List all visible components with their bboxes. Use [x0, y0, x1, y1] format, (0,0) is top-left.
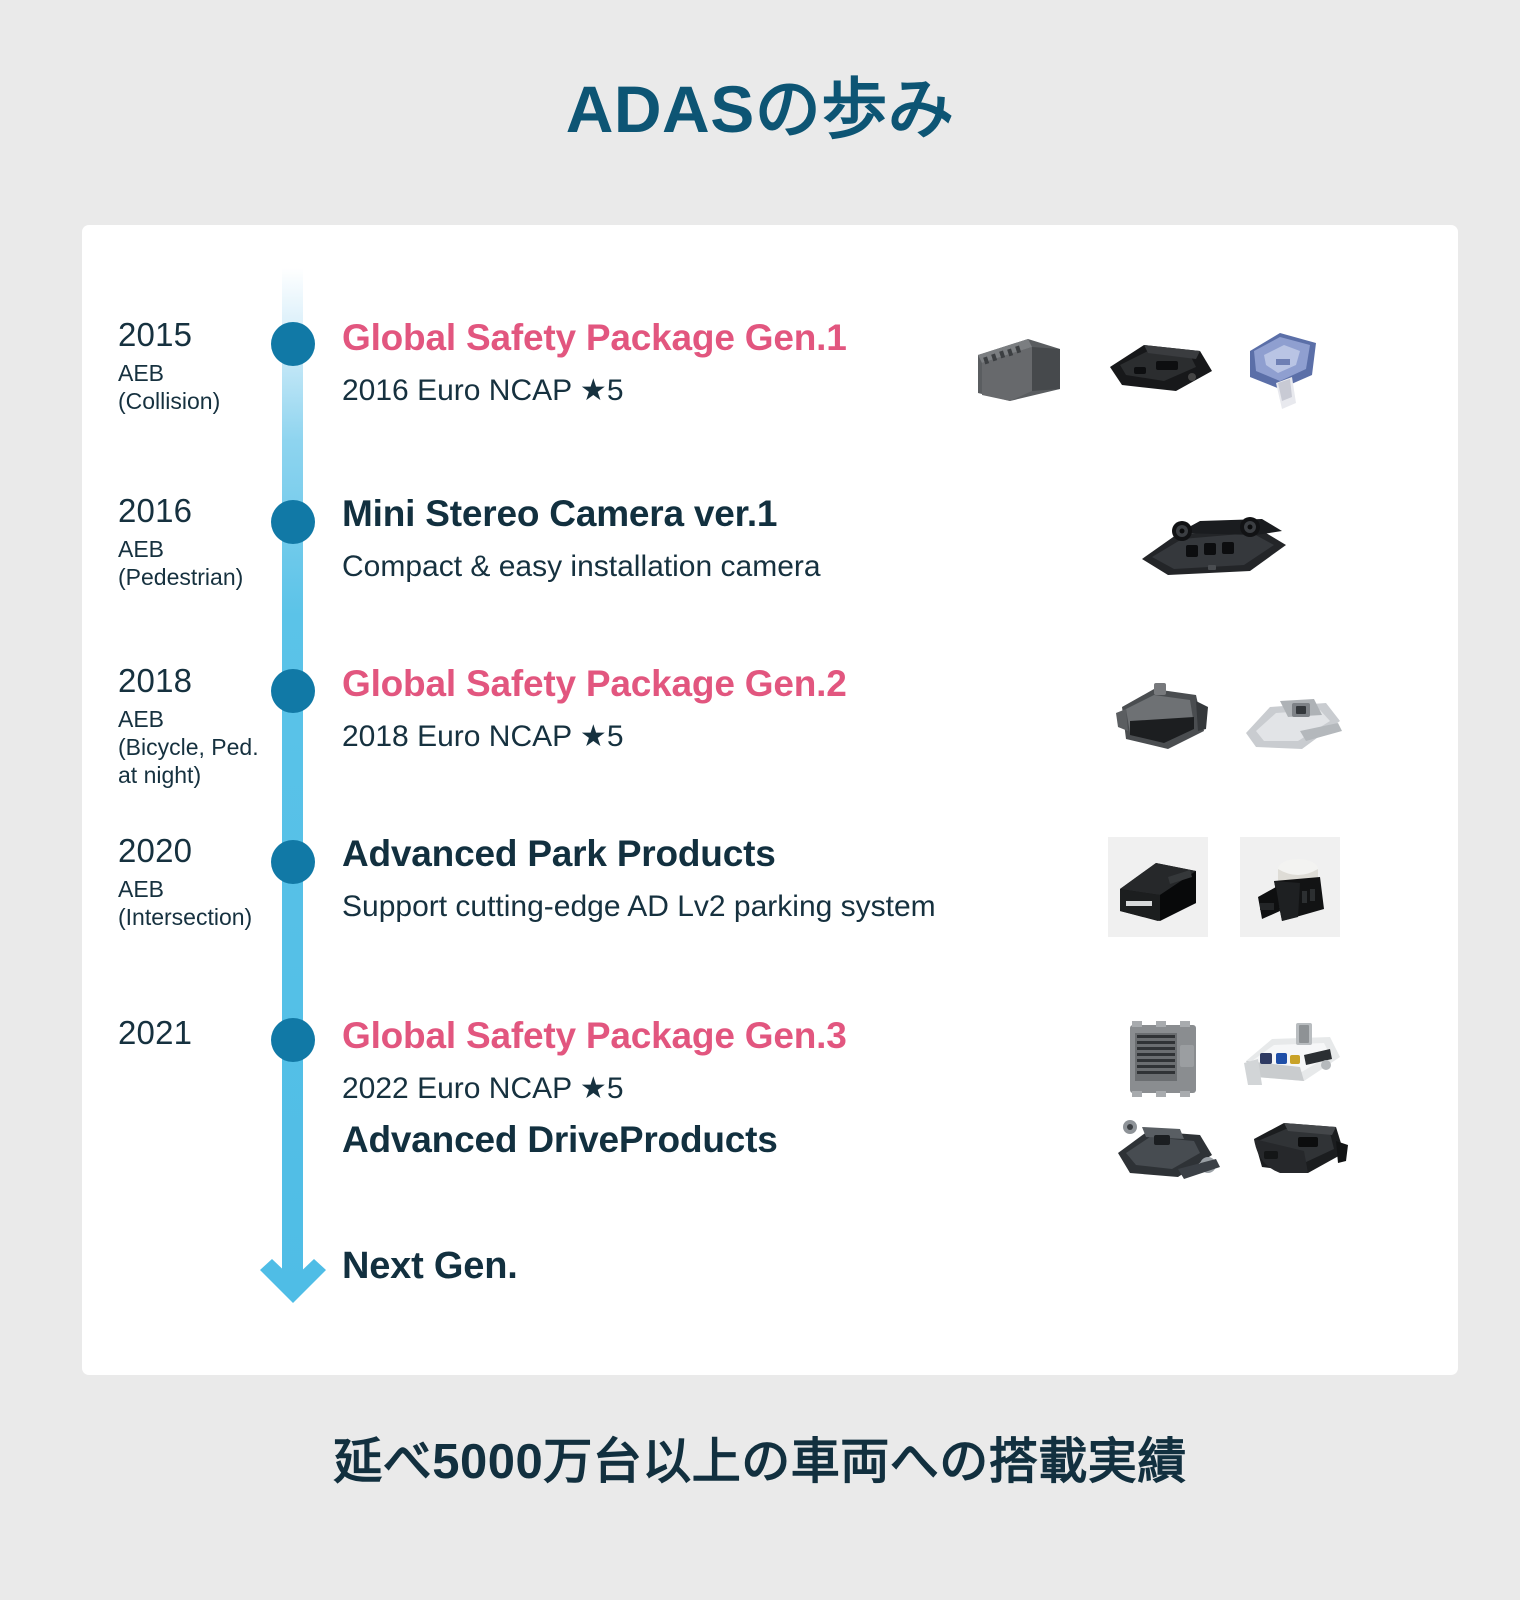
content-column-2018: Global Safety Package Gen.2 2018 Euro NC… — [342, 663, 847, 755]
year-sub-line: AEB — [118, 705, 165, 732]
year-column-2021: 2021 — [118, 1014, 278, 1052]
timeline-arrow-icon — [260, 1259, 326, 1303]
timeline-dot-2015 — [271, 322, 315, 366]
year-sub-line: (Bicycle, Ped. — [118, 734, 259, 760]
timeline-line — [282, 268, 303, 1288]
year-sub-line: AEB — [118, 535, 165, 562]
year-sub-line: (Intersection) — [118, 904, 253, 930]
product-park-ecu-black-image — [1108, 837, 1208, 937]
year-column-2016: 2016 AEB (Pedestrian) — [118, 492, 278, 591]
year-sub-line: at night) — [118, 762, 202, 789]
product-black-camera-unit-image — [1244, 1111, 1352, 1187]
timeline-dot-2018 — [271, 669, 315, 713]
product-images-2015 — [952, 315, 1372, 420]
year-label: 2015 — [118, 316, 193, 353]
year-sub-line: (Pedestrian) — [118, 564, 244, 590]
year-column-2015: 2015 AEB (Collision) — [118, 316, 278, 415]
product-images-2016 — [952, 493, 1372, 593]
timeline-spine-wrap — [82, 225, 1458, 1375]
product-finned-ecu-gray-image — [1120, 1017, 1206, 1101]
year-sub-line: AEB — [118, 875, 165, 902]
year-label: 2020 — [118, 832, 193, 869]
product-sensor-blue-image — [1240, 325, 1326, 413]
product-stereo-camera-black-image — [1134, 505, 1294, 579]
content-column-2021: Global Safety Package Gen.3 2022 Euro NC… — [342, 1015, 847, 1161]
row-description: Support cutting-edge AD Lv2 parking syst… — [342, 889, 936, 923]
product-radar-unit-dark-image — [1110, 677, 1218, 759]
row-description: 2018 Euro NCAP ★5 — [342, 719, 624, 753]
row-heading-secondary: Advanced DriveProducts — [342, 1118, 778, 1160]
year-label: 2016 — [118, 492, 193, 529]
product-sonar-sensor-black-image — [1240, 837, 1340, 937]
row-heading: Global Safety Package Gen.3 — [342, 1015, 847, 1056]
content-column-2016: Mini Stereo Camera ver.1 Compact & easy … — [342, 493, 821, 585]
next-gen-label: Next Gen. — [342, 1245, 518, 1287]
product-ecu-box-gray-image — [970, 333, 1066, 405]
product-bracket-assembly-dark-image — [1108, 1111, 1228, 1189]
product-white-camera-unit-image — [1238, 1015, 1348, 1103]
year-sub-line: (Collision) — [118, 388, 221, 414]
row-heading: Advanced Park Products — [342, 833, 776, 874]
timeline-dot-2021 — [271, 1018, 315, 1062]
content-column-2015: Global Safety Package Gen.1 2016 Euro NC… — [342, 317, 847, 409]
product-images-2020 — [952, 833, 1372, 941]
row-heading: Global Safety Package Gen.2 — [342, 663, 847, 704]
timeline-card: 2015 AEB (Collision) Global Safety Packa… — [82, 225, 1458, 1375]
timeline-dot-2020 — [271, 840, 315, 884]
year-sub-line: AEB — [118, 359, 165, 386]
year-label: 2018 — [118, 662, 193, 699]
timeline-dot-2016 — [271, 500, 315, 544]
row-heading: Mini Stereo Camera ver.1 — [342, 493, 778, 534]
product-images-2018 — [952, 665, 1372, 770]
year-column-2018: 2018 AEB (Bicycle, Ped. at night) — [118, 662, 278, 789]
footer-caption: 延べ5000万台以上の車両への搭載実績 — [333, 1435, 1187, 1489]
year-label: 2021 — [118, 1014, 193, 1051]
row-description: Compact & easy installation camera — [342, 549, 821, 583]
row-description: 2016 Euro NCAP ★5 — [342, 373, 624, 407]
row-heading: Global Safety Package Gen.1 — [342, 317, 847, 358]
content-column-2020: Advanced Park Products Support cutting-e… — [342, 833, 936, 925]
product-camera-module-black-image — [1104, 337, 1218, 399]
year-column-2020: 2020 AEB (Intersection) — [118, 832, 278, 931]
row-description: 2022 Euro NCAP ★5 — [342, 1071, 624, 1105]
page-title: ADASの歩み — [565, 72, 955, 146]
product-camera-bracket-silver-image — [1240, 687, 1346, 757]
product-images-2021 — [952, 1007, 1372, 1197]
